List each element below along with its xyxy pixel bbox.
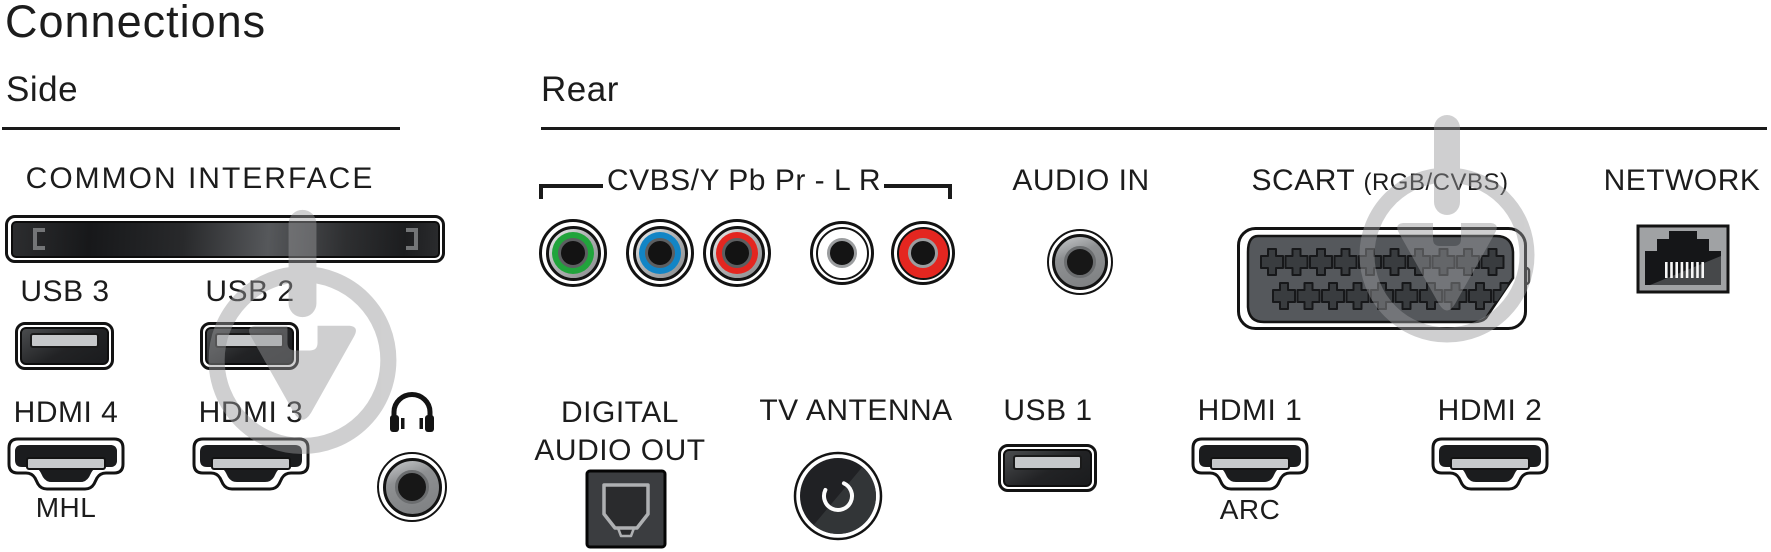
scart-label-main: SCART: [1251, 164, 1355, 197]
hdmi-port-icon: [1191, 437, 1309, 491]
scart-port: [1236, 226, 1532, 337]
digital-audio-out-port: [585, 469, 667, 552]
audio-in-label: AUDIO IN: [1012, 164, 1150, 197]
audio-left-white-jack: [810, 221, 874, 285]
usb1-port: [998, 444, 1097, 492]
hdmi-port-icon: [192, 437, 310, 491]
scart-label: SCART (RGB/CVBS): [1230, 164, 1530, 198]
digital-audio-out-label: DIGITAL AUDIO OUT: [520, 394, 720, 470]
section-side-label: Side: [6, 70, 79, 109]
hdmi-port-icon: [1431, 437, 1549, 491]
scart-label-sub: (RGB/CVBS): [1363, 169, 1509, 196]
hdmi2-label: HDMI 2: [1437, 394, 1543, 427]
hdmi1-arc-label: ARC: [1219, 494, 1281, 525]
hdmi4-mhl-label: MHL: [35, 492, 97, 523]
usb-tongue: [30, 333, 99, 348]
coax-port-icon: [793, 451, 883, 541]
hdmi-port-icon: [7, 437, 125, 491]
ethernet-port-icon: [1636, 224, 1730, 294]
component-video-red-jack: [703, 219, 771, 287]
cvbs-label: CVBS/Y Pb Pr - L R: [606, 164, 882, 197]
cvbs-bracket-right: [884, 184, 952, 199]
component-video-green-jack: [539, 219, 607, 287]
digital-audio-out-line1: DIGITAL: [561, 396, 679, 429]
common-interface-label: COMMON INTERFACE: [25, 162, 375, 195]
usb-tongue: [1013, 455, 1082, 470]
network-label: NETWORK: [1603, 164, 1761, 197]
component-video-blue-jack: [626, 219, 694, 287]
common-interface-slot-opening: [10, 220, 440, 258]
usb1-label: USB 1: [1003, 394, 1093, 427]
network-port: [1636, 224, 1730, 299]
headphones-icon: [387, 390, 437, 441]
common-interface-slot: [5, 215, 445, 263]
usb-tongue: [215, 333, 284, 348]
audio-right-red-jack: [891, 221, 955, 285]
ci-bracket-left: [32, 227, 45, 250]
tv-antenna-port: [792, 450, 884, 547]
section-rear-label: Rear: [541, 70, 619, 109]
hdmi3-label: HDMI 3: [198, 396, 304, 429]
hdmi4-label: HDMI 4: [13, 396, 119, 429]
rear-divider: [541, 127, 1767, 130]
hdmi4-port: [7, 437, 125, 500]
ci-bracket-right: [405, 227, 418, 250]
tv-antenna-label: TV ANTENNA: [759, 394, 953, 427]
hdmi3-port: [192, 437, 310, 500]
audio-in-jack: [1047, 229, 1113, 295]
usb2-label: USB 2: [205, 275, 295, 308]
hdmi1-port: [1191, 437, 1309, 500]
digital-audio-out-line2: AUDIO OUT: [534, 434, 706, 467]
usb3-port: [15, 322, 114, 370]
toslink-port-icon: [585, 469, 667, 549]
headphone-jack: [377, 452, 447, 522]
usb2-port: [200, 322, 299, 370]
scart-port-icon: [1237, 227, 1531, 330]
usb3-label: USB 3: [20, 275, 110, 308]
hdmi2-port: [1431, 437, 1549, 500]
side-divider: [2, 127, 400, 130]
cvbs-bracket-left: [539, 184, 603, 199]
hdmi1-label: HDMI 1: [1197, 394, 1303, 427]
page-title: Connections: [5, 0, 267, 47]
